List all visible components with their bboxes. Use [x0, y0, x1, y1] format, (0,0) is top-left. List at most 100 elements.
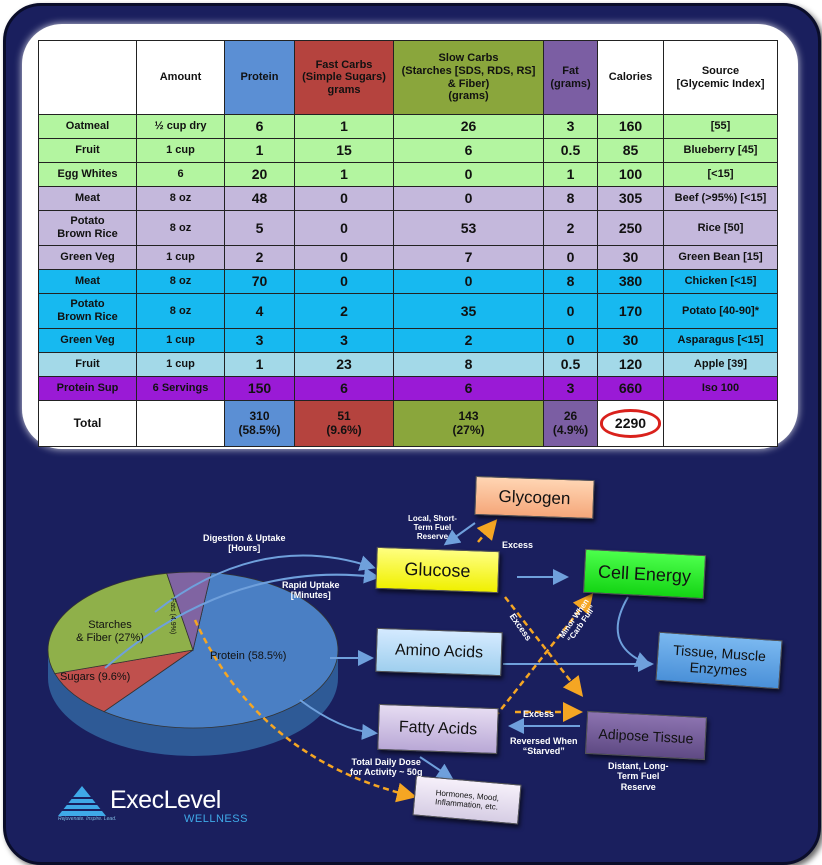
- label-reversed-starved: Reversed When“Starved”: [510, 736, 578, 757]
- cell-amount: 6 Servings: [136, 376, 225, 401]
- pie-label-starches: Starches& Fiber (27%): [76, 619, 144, 644]
- arrow-glycogen-local: [443, 522, 476, 546]
- cell-fast-carbs: 15: [294, 138, 394, 163]
- cell-source: Blueberry [45]: [663, 138, 778, 163]
- cell-calories: 30: [597, 328, 664, 353]
- total-label: Total: [38, 400, 137, 447]
- cell-protein: 150: [224, 376, 295, 401]
- header-fast-carbs: Fast Carbs(Simple Sugars)grams: [294, 40, 394, 115]
- header-protein: Protein: [224, 40, 295, 115]
- cell-calories: 250: [597, 210, 664, 246]
- cell-food: Egg Whites: [38, 162, 137, 187]
- arrow-fatty-hormones: [419, 756, 454, 780]
- label-excess-fat: Excess: [523, 709, 555, 719]
- cell-slow-carbs: 2: [393, 328, 544, 353]
- cell-protein: 5: [224, 210, 295, 246]
- arrow-glucose-adipose: [504, 596, 584, 697]
- cell-fast-carbs: 3: [294, 328, 394, 353]
- cell-calories: 380: [597, 269, 664, 294]
- label-rapid-uptake: Rapid Uptake[Minutes]: [282, 580, 340, 601]
- cell-slow-carbs: 35: [393, 293, 544, 329]
- cell-fat: 0: [543, 328, 598, 353]
- cell-slow-carbs: 0: [393, 186, 544, 211]
- total-calories: 2290: [597, 400, 664, 447]
- total-fat: 26(4.9%): [543, 400, 598, 447]
- label-excess-glycogen: Excess: [502, 540, 534, 550]
- cell-calories: 160: [597, 114, 664, 139]
- arrow-digestion: [154, 554, 376, 613]
- arrow-glucose-glycogen: [476, 519, 498, 543]
- arrow-pie-fatty: [299, 699, 378, 740]
- logo-pyramid-icon: [58, 786, 106, 816]
- header-fat: Fat(grams): [543, 40, 598, 115]
- amino-acids-box: Amino Acids: [375, 627, 503, 677]
- cell-slow-carbs: 0: [393, 269, 544, 294]
- logo-name: ExecLevel: [110, 786, 221, 814]
- total-amount: [136, 400, 225, 447]
- execlevel-logo: ExecLevel WELLNESS Rejuvenate. Inspire. …: [58, 786, 248, 826]
- pie-label-fats: Fats (4.9%): [169, 598, 176, 635]
- pie-slice-protein: [103, 572, 339, 729]
- glycogen-box: Glycogen: [474, 475, 595, 520]
- cell-food: Protein Sup: [38, 376, 137, 401]
- cell-protein: 70: [224, 269, 295, 294]
- total-slow: 143(27%): [393, 400, 544, 447]
- cell-protein: 4: [224, 293, 295, 329]
- logo-tagline: Rejuvenate. Inspire. Lead.: [58, 816, 117, 822]
- label-digestion: Digestion & Uptake[Hours]: [203, 533, 286, 554]
- total-source: [663, 400, 778, 447]
- total-calories-oval: 2290: [599, 409, 662, 438]
- arrow-rapid: [104, 567, 380, 669]
- cell-fat: 0.5: [543, 138, 598, 163]
- header-source: Source[Glycemic Index]: [663, 40, 778, 115]
- total-protein: 310(58.5%): [224, 400, 295, 447]
- pie-slice-sugars: [54, 649, 194, 713]
- cell-calories: 100: [597, 162, 664, 187]
- cell-amount: 6: [136, 162, 225, 187]
- cell-amount: 8 oz: [136, 269, 225, 294]
- table-total-row: Total 310(58.5%)51(9.6%)143(27%)26(4.9%)2…: [38, 400, 778, 447]
- cell-calories: 85: [597, 138, 664, 163]
- cell-source: [55]: [663, 114, 778, 139]
- arrow-pie-hormones: [193, 619, 417, 803]
- logo-sub: WELLNESS: [184, 813, 248, 825]
- header-amount: Amount: [136, 40, 225, 115]
- cell-amount: 8 oz: [136, 186, 225, 211]
- cell-fat: 3: [543, 114, 598, 139]
- cell-source: Iso 100: [663, 376, 778, 401]
- header-slow-carbs: Slow Carbs(Starches [SDS, RDS, RS]& Fibe…: [393, 40, 544, 115]
- fatty-acids-box: Fatty Acids: [377, 703, 499, 755]
- pie-label-sugars: Sugars (9.6%): [60, 671, 131, 683]
- pie-chart: [47, 571, 339, 756]
- cell-source: Apple [39]: [663, 352, 778, 377]
- cell-protein: 6: [224, 114, 295, 139]
- cell-calories: 660: [597, 376, 664, 401]
- pie-label-protein: Protein (58.5%): [210, 650, 287, 662]
- cell-calories: 30: [597, 245, 664, 270]
- glucose-box: Glucose: [375, 546, 500, 594]
- cell-source: Potato [40-90]*: [663, 293, 778, 329]
- arrow-fatty-cell: [494, 593, 594, 718]
- cell-food: Meat: [38, 269, 137, 294]
- cell-fat: 8: [543, 186, 598, 211]
- total-fast: 51(9.6%): [294, 400, 394, 447]
- arrow-cell-tissue: [616, 596, 652, 668]
- cell-food: Fruit: [38, 352, 137, 377]
- cell-food: Oatmeal: [38, 114, 137, 139]
- cell-fat: 2: [543, 210, 598, 246]
- header-calories: Calories: [597, 40, 664, 115]
- cell-source: Green Bean [15]: [663, 245, 778, 270]
